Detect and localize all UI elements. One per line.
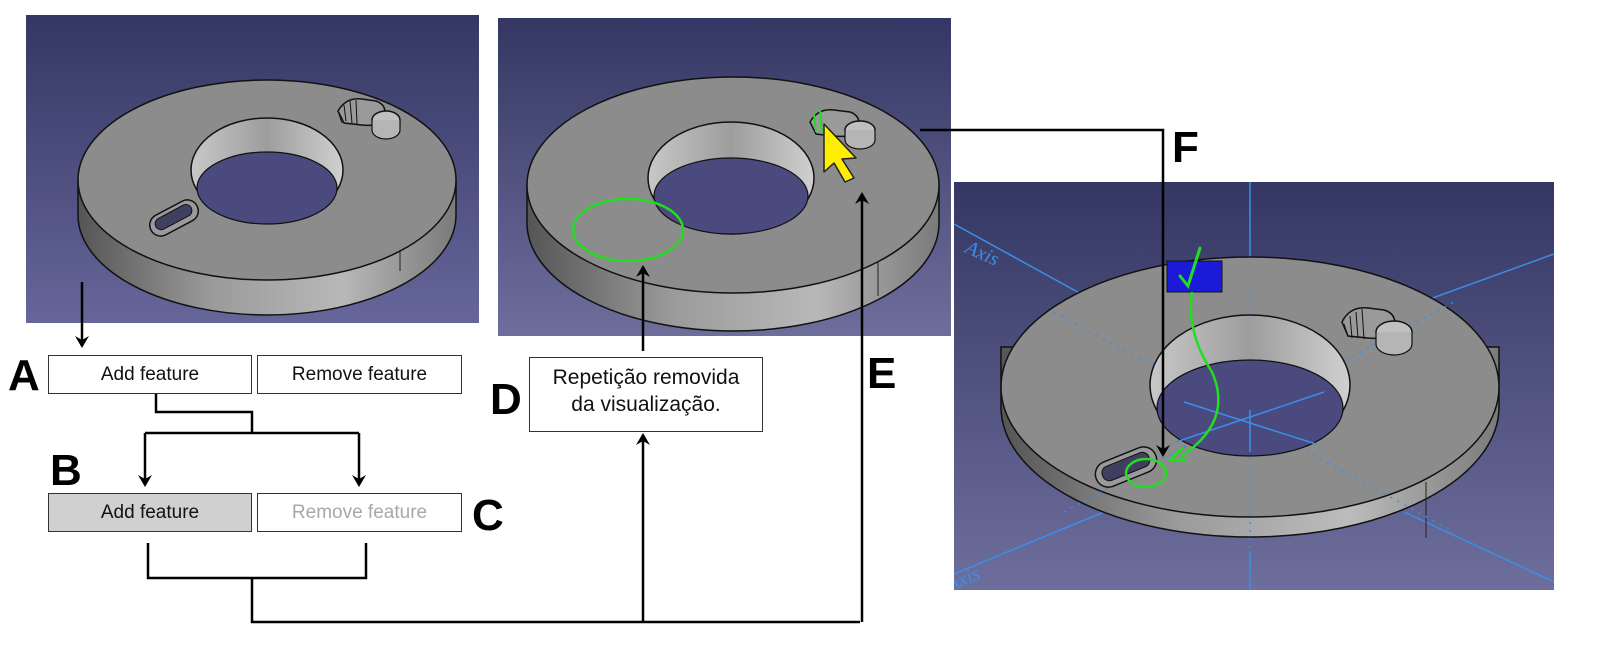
add-feature-button[interactable]: Add feature [48, 355, 252, 394]
feature-pocket-with-pin [809, 109, 876, 150]
remove-feature-button[interactable]: Remove feature [257, 355, 462, 394]
viewport-result: Axis Axis [954, 182, 1554, 590]
feature-pocket-with-pin [337, 98, 401, 140]
label-d: D [490, 375, 522, 424]
green-pointer-arrow [1179, 291, 1220, 459]
label-b: B [50, 446, 82, 495]
note-box: Repetição removida da visualização. [529, 357, 763, 432]
viewport-preview-removed [498, 18, 951, 336]
add-feature-button-pressed[interactable]: Add feature [48, 493, 252, 532]
mouse-cursor-icon [823, 123, 857, 183]
note-line-1: Repetição removida [552, 366, 740, 389]
remove-feature-button-disabled[interactable]: Remove feature [257, 493, 462, 532]
slot-feature [149, 199, 199, 237]
feature-pocket-with-pin [1341, 307, 1413, 356]
checkmark-icon [1178, 246, 1202, 290]
label-f: F [1172, 123, 1199, 172]
restored-slot-highlight [1124, 457, 1168, 489]
label-c: C [472, 491, 504, 540]
removed-slot-highlight [571, 197, 685, 263]
note-line-2: da visualização. [571, 393, 721, 416]
label-e: E [867, 349, 897, 398]
merge-connector [146, 543, 368, 580]
label-a: A [8, 351, 40, 400]
split-connector [154, 388, 254, 433]
viewport-original [26, 15, 479, 323]
